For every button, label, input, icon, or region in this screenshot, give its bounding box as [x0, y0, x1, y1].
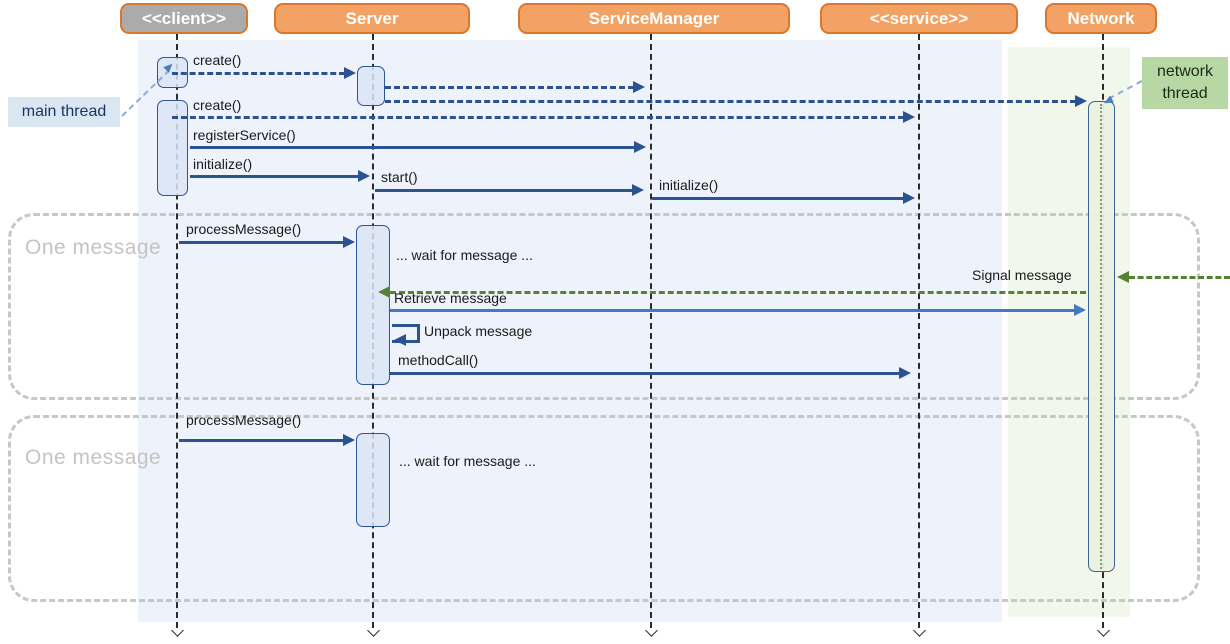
lifeline-arrow-down-icon: [1097, 624, 1110, 637]
label-create1: create(): [193, 52, 242, 68]
lifeline-arrow-down-icon: [171, 624, 184, 637]
arrow-initialize-server-head: [358, 170, 370, 182]
arrow-retrieve-message: [390, 309, 1075, 312]
label-wait-2: ... wait for message ...: [399, 453, 536, 469]
lifeline-service: [918, 34, 920, 628]
arrow-create1: [172, 72, 345, 75]
lifeline-header-servicemanager: ServiceManager: [518, 3, 790, 34]
activation-client-2: [157, 100, 188, 196]
arrow-server-to-network-head: [1075, 95, 1087, 107]
arrow-method-call-head: [899, 367, 911, 379]
activation-server-1: [357, 66, 385, 106]
frame-label: One message: [25, 236, 162, 259]
label-wait-1: ... wait for message ...: [396, 247, 533, 263]
frame-one-message-2: One message: [8, 415, 1200, 602]
label-register-service: registerService(): [193, 127, 296, 143]
label-method-call: methodCall(): [398, 352, 479, 368]
arrow-start: [375, 189, 633, 192]
network-thread-lifeline-dotted: [1100, 104, 1102, 569]
arrow-signal-message: [1129, 276, 1230, 279]
note-network-thread-label: network thread: [1156, 62, 1214, 102]
label-process-message-1: processMessage(): [186, 221, 302, 237]
label-process-message-2: processMessage(): [186, 412, 302, 428]
arrow-process-message-1: [179, 241, 344, 244]
activation-server-2: [356, 225, 390, 385]
lifeline-servicemanager: [650, 34, 652, 628]
arrow-create1-head: [344, 67, 356, 79]
arrow-unpack-message-head: [394, 334, 406, 346]
label-initialize-service: initialize(): [659, 177, 719, 193]
note-main-thread: main thread: [8, 97, 120, 127]
arrow-retrieve-message-head: [1074, 304, 1086, 316]
arrow-signal-relay: [390, 291, 1086, 294]
arrow-server-to-manager-head: [633, 81, 645, 93]
arrow-signal-message-head: [1117, 271, 1129, 283]
arrow-process-message-1-head: [343, 236, 355, 248]
label-initialize-server: initialize(): [193, 156, 253, 172]
lifeline-arrow-down-icon: [913, 624, 926, 637]
lifeline-client: [176, 34, 178, 628]
arrow-server-to-manager: [385, 86, 634, 89]
lifeline-header-service: <<service>>: [820, 3, 1018, 34]
arrow-server-to-network: [385, 100, 1076, 103]
lifeline-arrow-down-icon: [645, 624, 658, 637]
arrow-create2: [172, 116, 904, 119]
arrow-register-service-head: [634, 141, 646, 153]
activation-server-3: [356, 433, 390, 527]
lifeline-header-server: Server: [274, 3, 470, 34]
arrow-process-message-2-head: [343, 434, 355, 446]
arrow-initialize-server: [190, 175, 359, 178]
arrow-register-service: [190, 146, 635, 149]
label-retrieve-message: Retrieve message: [394, 290, 507, 306]
arrow-create2-head: [903, 111, 915, 123]
arrow-process-message-2: [179, 439, 343, 442]
lifeline-header-client: <<client>>: [120, 3, 248, 34]
arrow-unpack-message-loop: [392, 324, 420, 343]
label-unpack-message: Unpack message: [424, 323, 533, 339]
label-start: start(): [381, 169, 418, 185]
activation-network: [1088, 101, 1115, 572]
arrow-initialize-service: [652, 197, 904, 200]
lifeline-arrow-down-icon: [367, 624, 380, 637]
note-network-thread: network thread: [1142, 57, 1228, 109]
note-main-thread-label: main thread: [21, 102, 107, 120]
arrow-method-call: [390, 372, 899, 375]
arrow-start-head: [632, 184, 644, 196]
label-create2: create(): [193, 97, 242, 113]
arrow-initialize-service-head: [903, 192, 915, 204]
lifeline-header-network: Network: [1045, 3, 1157, 34]
main-thread-region: [138, 40, 1002, 622]
label-signal-message: Signal message: [972, 267, 1072, 283]
arrow-signal-relay-head: [378, 286, 390, 298]
frame-label: One message: [25, 446, 162, 469]
frame-one-message-1: One message: [8, 213, 1200, 400]
